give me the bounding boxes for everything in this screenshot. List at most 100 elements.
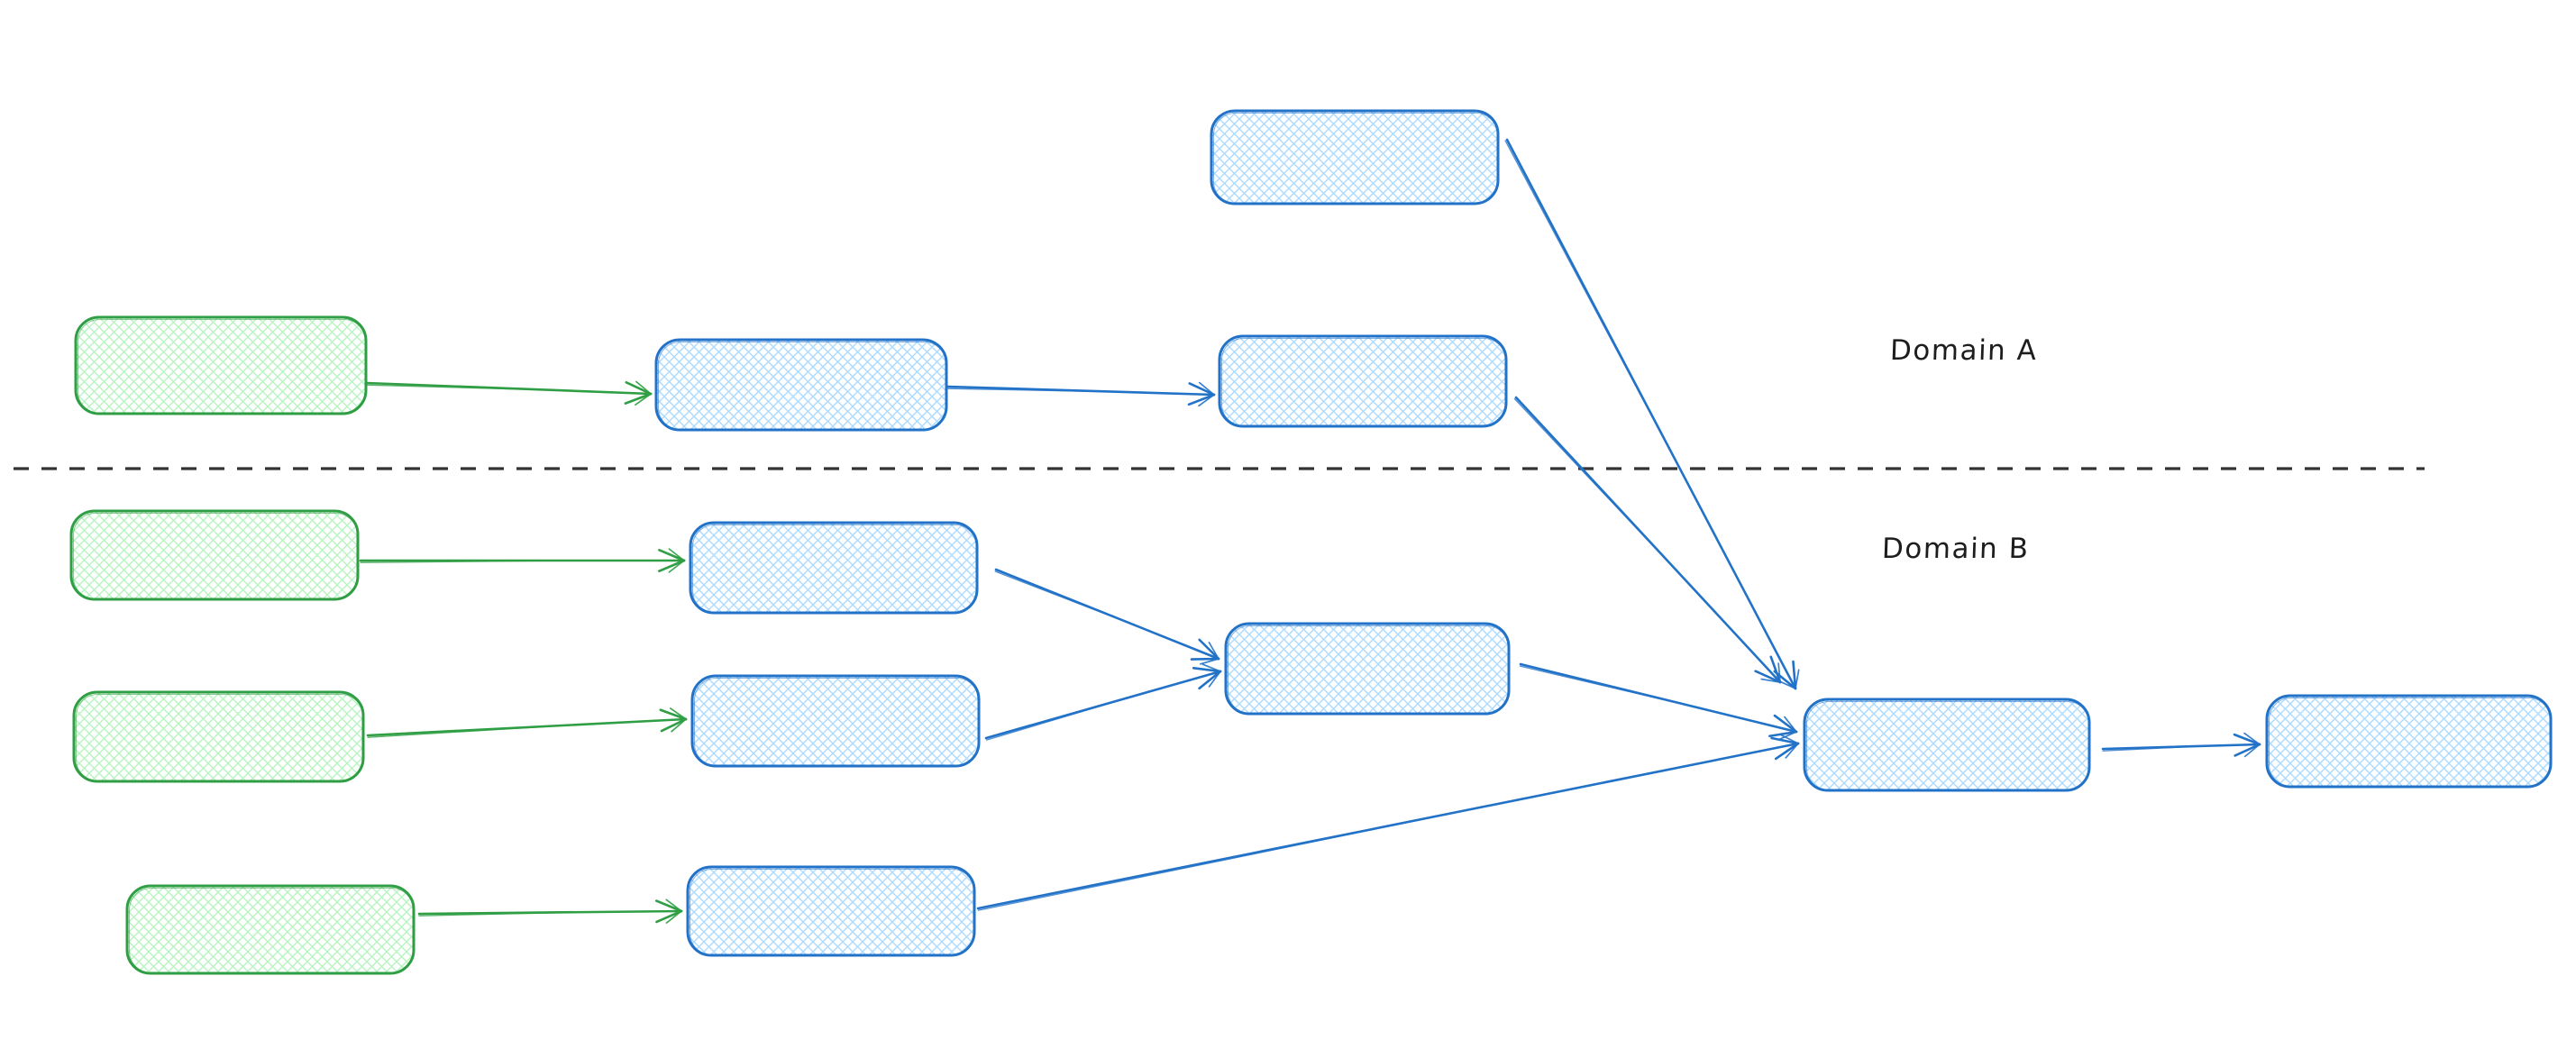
arrow-merge-b-to-aggregator-head <box>1784 716 1797 733</box>
node-merge-b-shape[interactable] <box>1224 622 1511 716</box>
arrow-input-top-to-aggregator-head <box>1792 660 1797 690</box>
node-process-a1-sketch-outline <box>657 341 947 431</box>
arrow-aggregator-to-output-head <box>2243 732 2261 745</box>
node-process-b3-shape[interactable] <box>686 865 976 957</box>
arrow-process-b3-to-aggregator-sketch-shaft <box>977 817 1430 911</box>
arrow-merge-b-to-aggregator-head <box>1777 731 1797 741</box>
node-source-b2-sketch-outline <box>75 693 364 782</box>
arrow-process-a1-to-process-a2-sketch-shaft <box>947 388 1095 392</box>
arrow-source-b1-to-process-b1[interactable] <box>359 548 686 573</box>
node-source-a-shape[interactable] <box>74 315 368 415</box>
arrow-source-b2-to-process-b2-head <box>659 708 688 721</box>
arrow-source-b2-to-process-b2[interactable] <box>366 707 688 738</box>
arrow-process-a1-to-process-a2-head <box>1198 394 1215 407</box>
arrow-source-b1-to-process-b1-head <box>658 559 686 572</box>
arrow-aggregator-to-output[interactable] <box>2101 732 2261 758</box>
node-process-b2[interactable] <box>690 674 981 768</box>
arrow-source-a-to-process-a1-head <box>624 392 653 405</box>
node-process-b1-shape[interactable] <box>689 521 979 615</box>
arrow-process-b3-to-aggregator-head <box>1785 743 1799 759</box>
arrow-process-b3-to-aggregator-head <box>1774 742 1800 761</box>
arrow-process-b1-to-merge-b-head <box>1199 658 1219 665</box>
node-input-top[interactable] <box>1210 109 1500 205</box>
node-source-b2[interactable] <box>72 690 365 783</box>
arrow-aggregator-to-output-head <box>2243 743 2261 758</box>
arrow-source-a-to-process-a1-head <box>635 380 652 395</box>
arrow-process-b2-to-merge-b-head <box>1201 663 1221 672</box>
arrow-source-b3-to-process-b3-head <box>665 910 682 924</box>
arrow-source-a-to-process-a1[interactable] <box>365 380 653 406</box>
node-process-b1[interactable] <box>689 521 979 615</box>
arrow-process-b3-to-aggregator-head <box>1770 736 1800 745</box>
node-merge-b-sketch-outline <box>1227 625 1510 715</box>
arrow-process-a2-to-aggregator-head <box>1777 662 1781 683</box>
arrow-process-a1-to-process-a2[interactable] <box>946 381 1216 407</box>
arrow-source-b2-to-process-b2-head <box>669 707 687 720</box>
arrow-merge-b-to-aggregator-sketch-shaft <box>1519 665 1673 703</box>
node-process-a2[interactable] <box>1218 334 1508 428</box>
arrow-source-b3-to-process-b3-head <box>665 898 682 912</box>
arrow-process-b2-to-merge-b-head <box>1208 670 1221 688</box>
arrow-process-a2-to-aggregator-head <box>1769 655 1782 684</box>
arrow-aggregator-to-output-head <box>2233 743 2261 757</box>
node-source-b2-shape[interactable] <box>72 690 365 783</box>
arrow-source-a-to-process-a1-sketch-shaft <box>366 384 524 390</box>
arrow-process-b3-to-aggregator[interactable] <box>976 734 1800 911</box>
arrow-process-b1-to-merge-b-head <box>1208 642 1219 660</box>
arrow-process-a2-to-aggregator[interactable] <box>1513 396 1782 684</box>
node-process-b3-sketch-outline <box>689 868 975 956</box>
node-input-top-shape[interactable] <box>1210 109 1500 205</box>
arrow-source-b2-to-process-b2-head <box>671 718 687 733</box>
node-process-b3[interactable] <box>686 865 976 957</box>
arrow-source-b1-to-process-b1-head <box>658 549 686 562</box>
node-process-a2-shape[interactable] <box>1218 334 1508 428</box>
arrow-source-a-to-process-a1-head <box>635 393 652 406</box>
node-process-b2-sketch-outline <box>693 677 980 767</box>
arrow-aggregator-to-output-head <box>2233 733 2261 746</box>
node-process-b1-sketch-outline <box>691 524 978 614</box>
arrow-source-b3-to-process-b3-sketch-shaft <box>418 912 564 917</box>
node-source-b3[interactable] <box>125 884 416 975</box>
arrow-process-b1-to-merge-b[interactable] <box>994 568 1220 665</box>
arrow-process-b2-to-merge-b[interactable] <box>984 663 1222 741</box>
arrow-process-a1-to-process-a2-head <box>1187 393 1216 406</box>
arrow-process-b1-to-merge-b-sketch-shaft <box>994 570 1119 620</box>
node-process-b2-shape[interactable] <box>690 674 981 768</box>
arrow-process-b2-to-merge-b-head <box>1192 667 1222 673</box>
node-output[interactable] <box>2265 694 2553 789</box>
arrow-source-b1-to-process-b1-sketch-shaft <box>360 560 540 563</box>
arrow-source-b3-to-process-b3[interactable] <box>417 898 683 924</box>
arrow-aggregator-to-output-sketch-shaft <box>2102 746 2190 752</box>
arrow-process-a2-to-aggregator-head <box>1760 678 1781 683</box>
arrow-process-a1-to-process-a2-head <box>1198 381 1215 396</box>
arrow-input-top-to-aggregator-head <box>1795 669 1800 689</box>
arrow-source-b1-to-process-b1-head <box>668 560 685 573</box>
node-output-sketch-outline <box>2268 697 2552 788</box>
node-source-b1[interactable] <box>69 509 360 601</box>
domain-a-label[interactable]: Domain A <box>1889 334 2039 367</box>
arrow-merge-b-to-aggregator-head <box>1773 714 1798 734</box>
arrow-input-top-to-aggregator[interactable] <box>1504 138 1800 690</box>
node-source-b3-sketch-outline <box>128 887 415 974</box>
arrow-merge-b-to-aggregator[interactable] <box>1519 662 1798 741</box>
node-source-b3-shape[interactable] <box>125 884 416 975</box>
node-process-a1[interactable] <box>654 338 948 432</box>
node-source-b1-sketch-outline <box>72 512 359 600</box>
node-input-top-sketch-outline <box>1212 112 1499 205</box>
arrow-source-b3-to-process-b3-head <box>655 909 683 924</box>
domain-b-label[interactable]: Domain B <box>1881 533 2031 565</box>
node-process-a1-shape[interactable] <box>654 338 948 432</box>
arrow-merge-b-to-aggregator-head <box>1768 730 1798 738</box>
arrow-process-a2-to-aggregator-head <box>1754 670 1782 684</box>
arrow-source-b1-to-process-b1-head <box>668 548 685 561</box>
node-output-shape[interactable] <box>2265 694 2553 789</box>
arrow-process-a2-to-aggregator-sketch-shaft <box>1513 397 1662 555</box>
node-source-a[interactable] <box>74 315 368 415</box>
arrow-process-b2-to-merge-b-sketch-shaft <box>985 701 1116 741</box>
node-merge-b[interactable] <box>1224 622 1511 716</box>
node-aggregator-shape[interactable] <box>1803 698 2091 792</box>
node-source-b1-shape[interactable] <box>69 509 360 601</box>
node-aggregator-sketch-outline <box>1805 700 2090 791</box>
node-aggregator[interactable] <box>1803 698 2091 792</box>
